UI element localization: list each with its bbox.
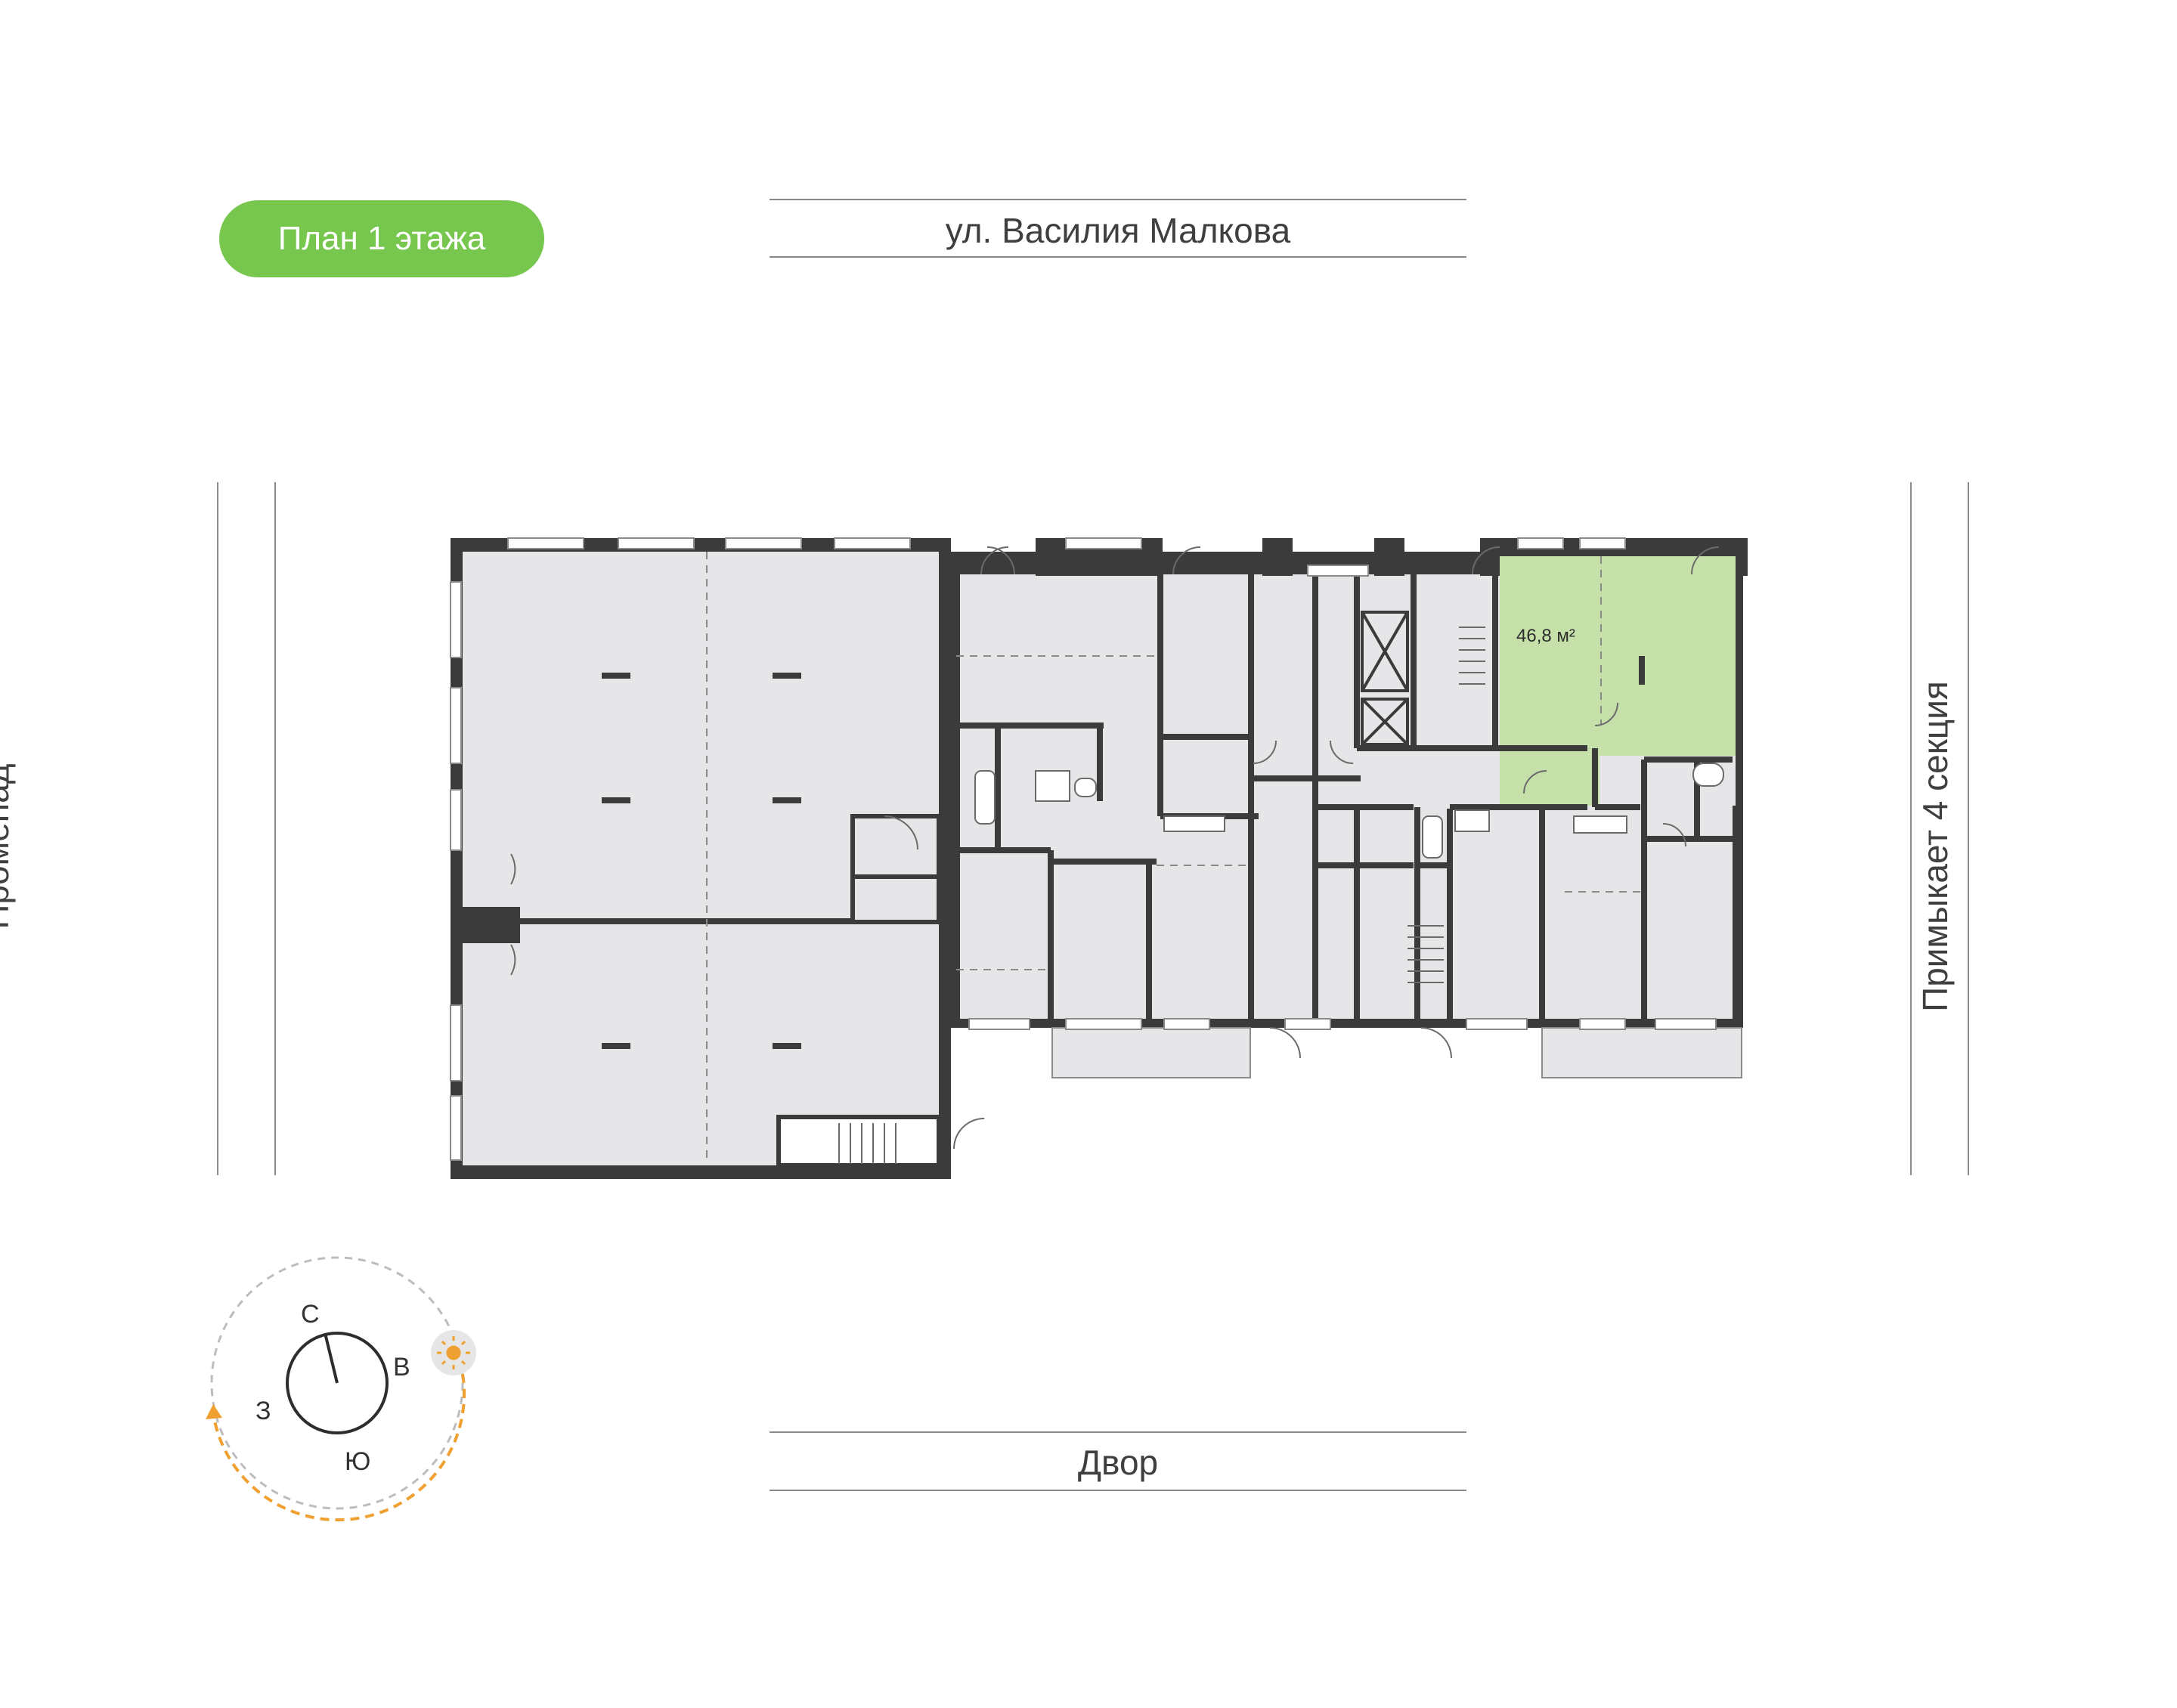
compass [206,1256,476,1522]
street-label-top: ул. Василия Малкова [945,211,1291,250]
floor-plan-badge: План 1 этажа [219,200,544,277]
commercial-block [450,537,951,1179]
compass-south: Ю [345,1447,371,1476]
compass-north: С [301,1300,320,1329]
compass-east: В [393,1353,410,1382]
apartment-area-label: 46,8 м² [1516,626,1575,646]
residential-block [510,537,1748,1149]
sun-path-arrow [212,1373,466,1522]
street-label-bottom: Двор [1077,1443,1159,1482]
street-lines [217,199,1969,1491]
compass-west: З [255,1397,271,1425]
sun-icon [437,1336,470,1369]
